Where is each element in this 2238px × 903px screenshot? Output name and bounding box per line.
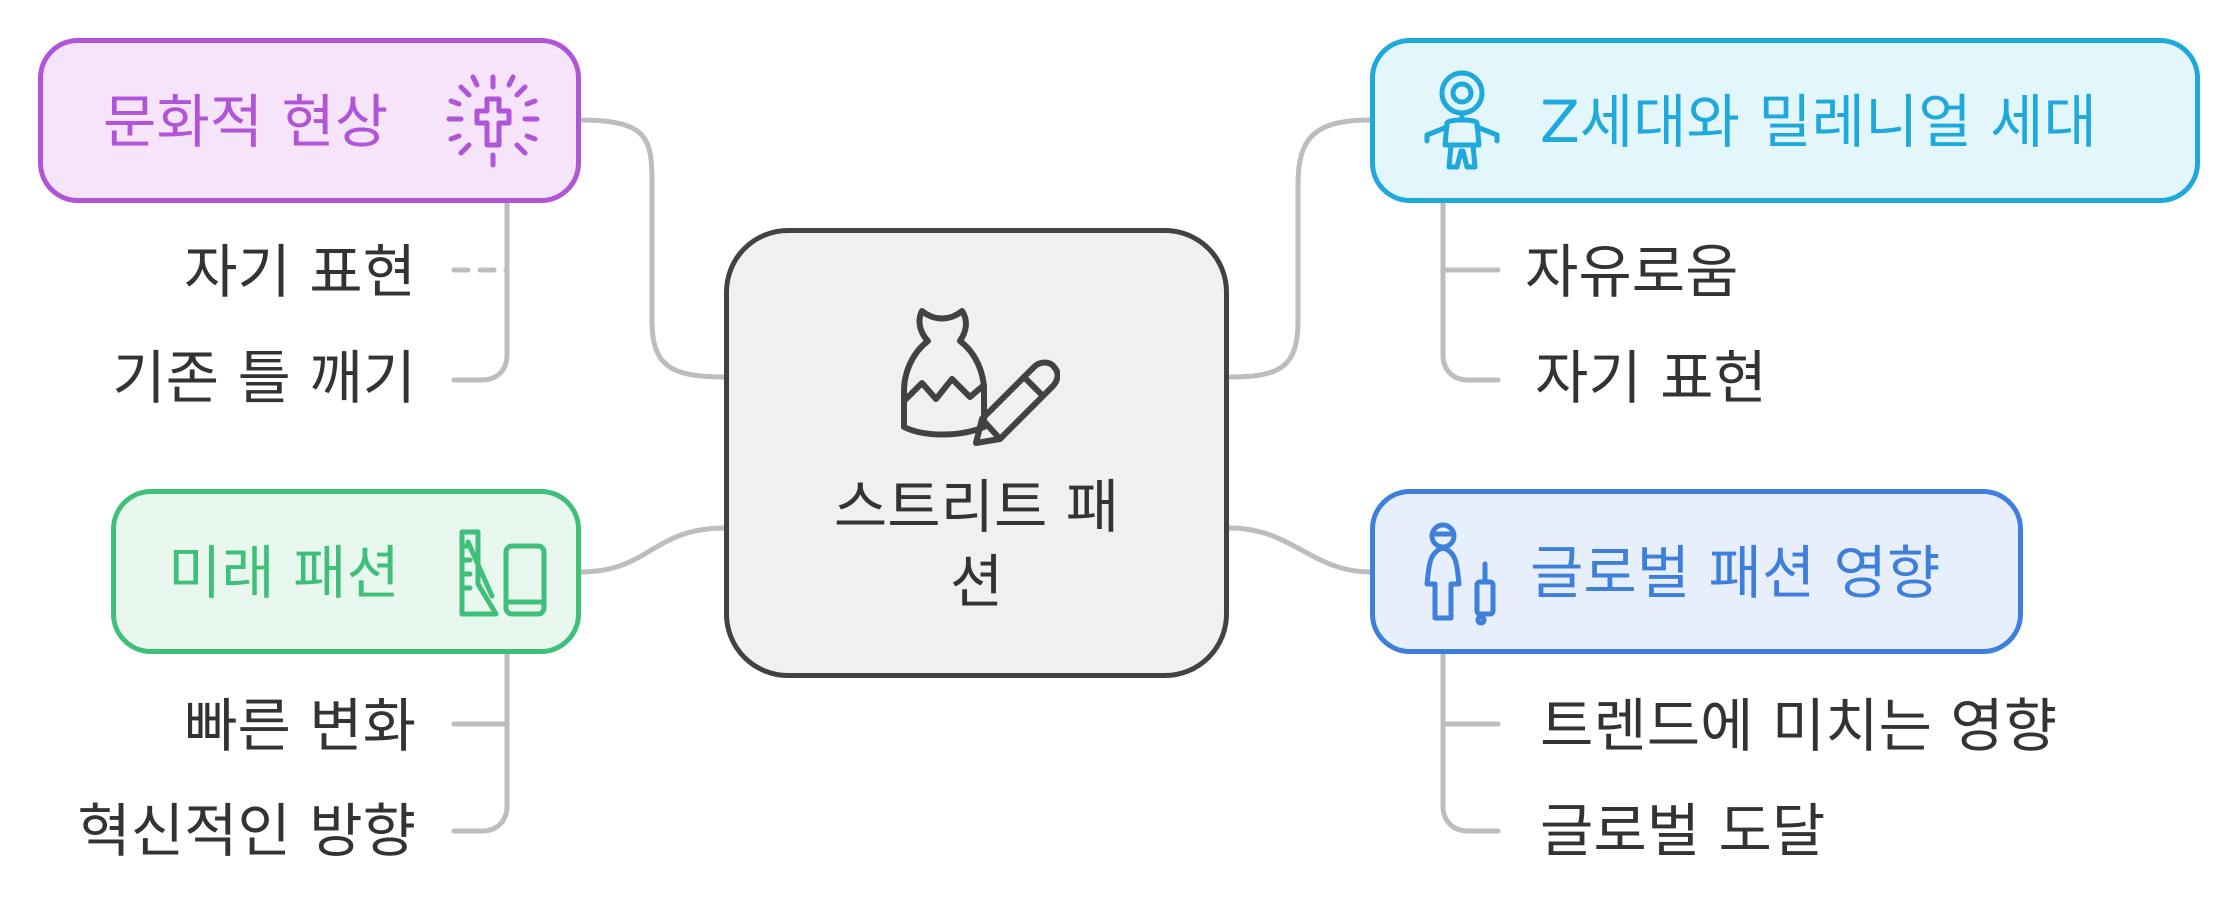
branch-global-title: 글로벌 패션 영향: [1530, 539, 1941, 607]
branch-generation: Z세대와 밀레니얼 세대: [1370, 38, 2200, 203]
branch-culture-title: 문화적 현상: [103, 88, 389, 156]
center-node: 스트리트 패 션: [724, 228, 1229, 678]
center-title-line2: 션: [949, 548, 1004, 616]
global-item-1: 트렌드에 미치는 영향: [1540, 692, 2058, 760]
future-item-1: 빠른 변화: [184, 692, 416, 760]
generation-item-1: 자유로움: [1525, 238, 1739, 306]
future-item-2: 혁신적인 방향: [77, 797, 416, 865]
connector-future: [577, 525, 728, 575]
culture-item-1: 자기 표현: [184, 238, 416, 306]
branch-generation-title: Z세대와 밀레니얼 세대: [1540, 88, 2097, 156]
connector-global: [1227, 525, 1373, 575]
center-title-line1: 스트리트 패: [833, 473, 1120, 541]
branch-global: 글로벌 패션 영향: [1370, 489, 2023, 654]
sparkle-cross-icon: [446, 74, 540, 168]
connector-culture: [577, 117, 728, 380]
branch-culture: 문화적 현상: [38, 38, 581, 203]
traveler-with-luggage-icon: [1424, 522, 1496, 626]
connector-generation: [1227, 117, 1373, 380]
dress-and-pencil-icon: [901, 308, 1060, 446]
generation-item-2: 자기 표현: [1535, 344, 1767, 412]
ruler-and-phone-icon: [459, 529, 547, 617]
culture-item-2: 기존 틀 깨기: [112, 344, 416, 412]
branch-future-title: 미래 패션: [168, 539, 400, 607]
child-figure-icon: [1424, 70, 1500, 170]
global-item-2: 글로벌 도달: [1540, 797, 1826, 865]
branch-future: 미래 패션: [111, 489, 581, 654]
